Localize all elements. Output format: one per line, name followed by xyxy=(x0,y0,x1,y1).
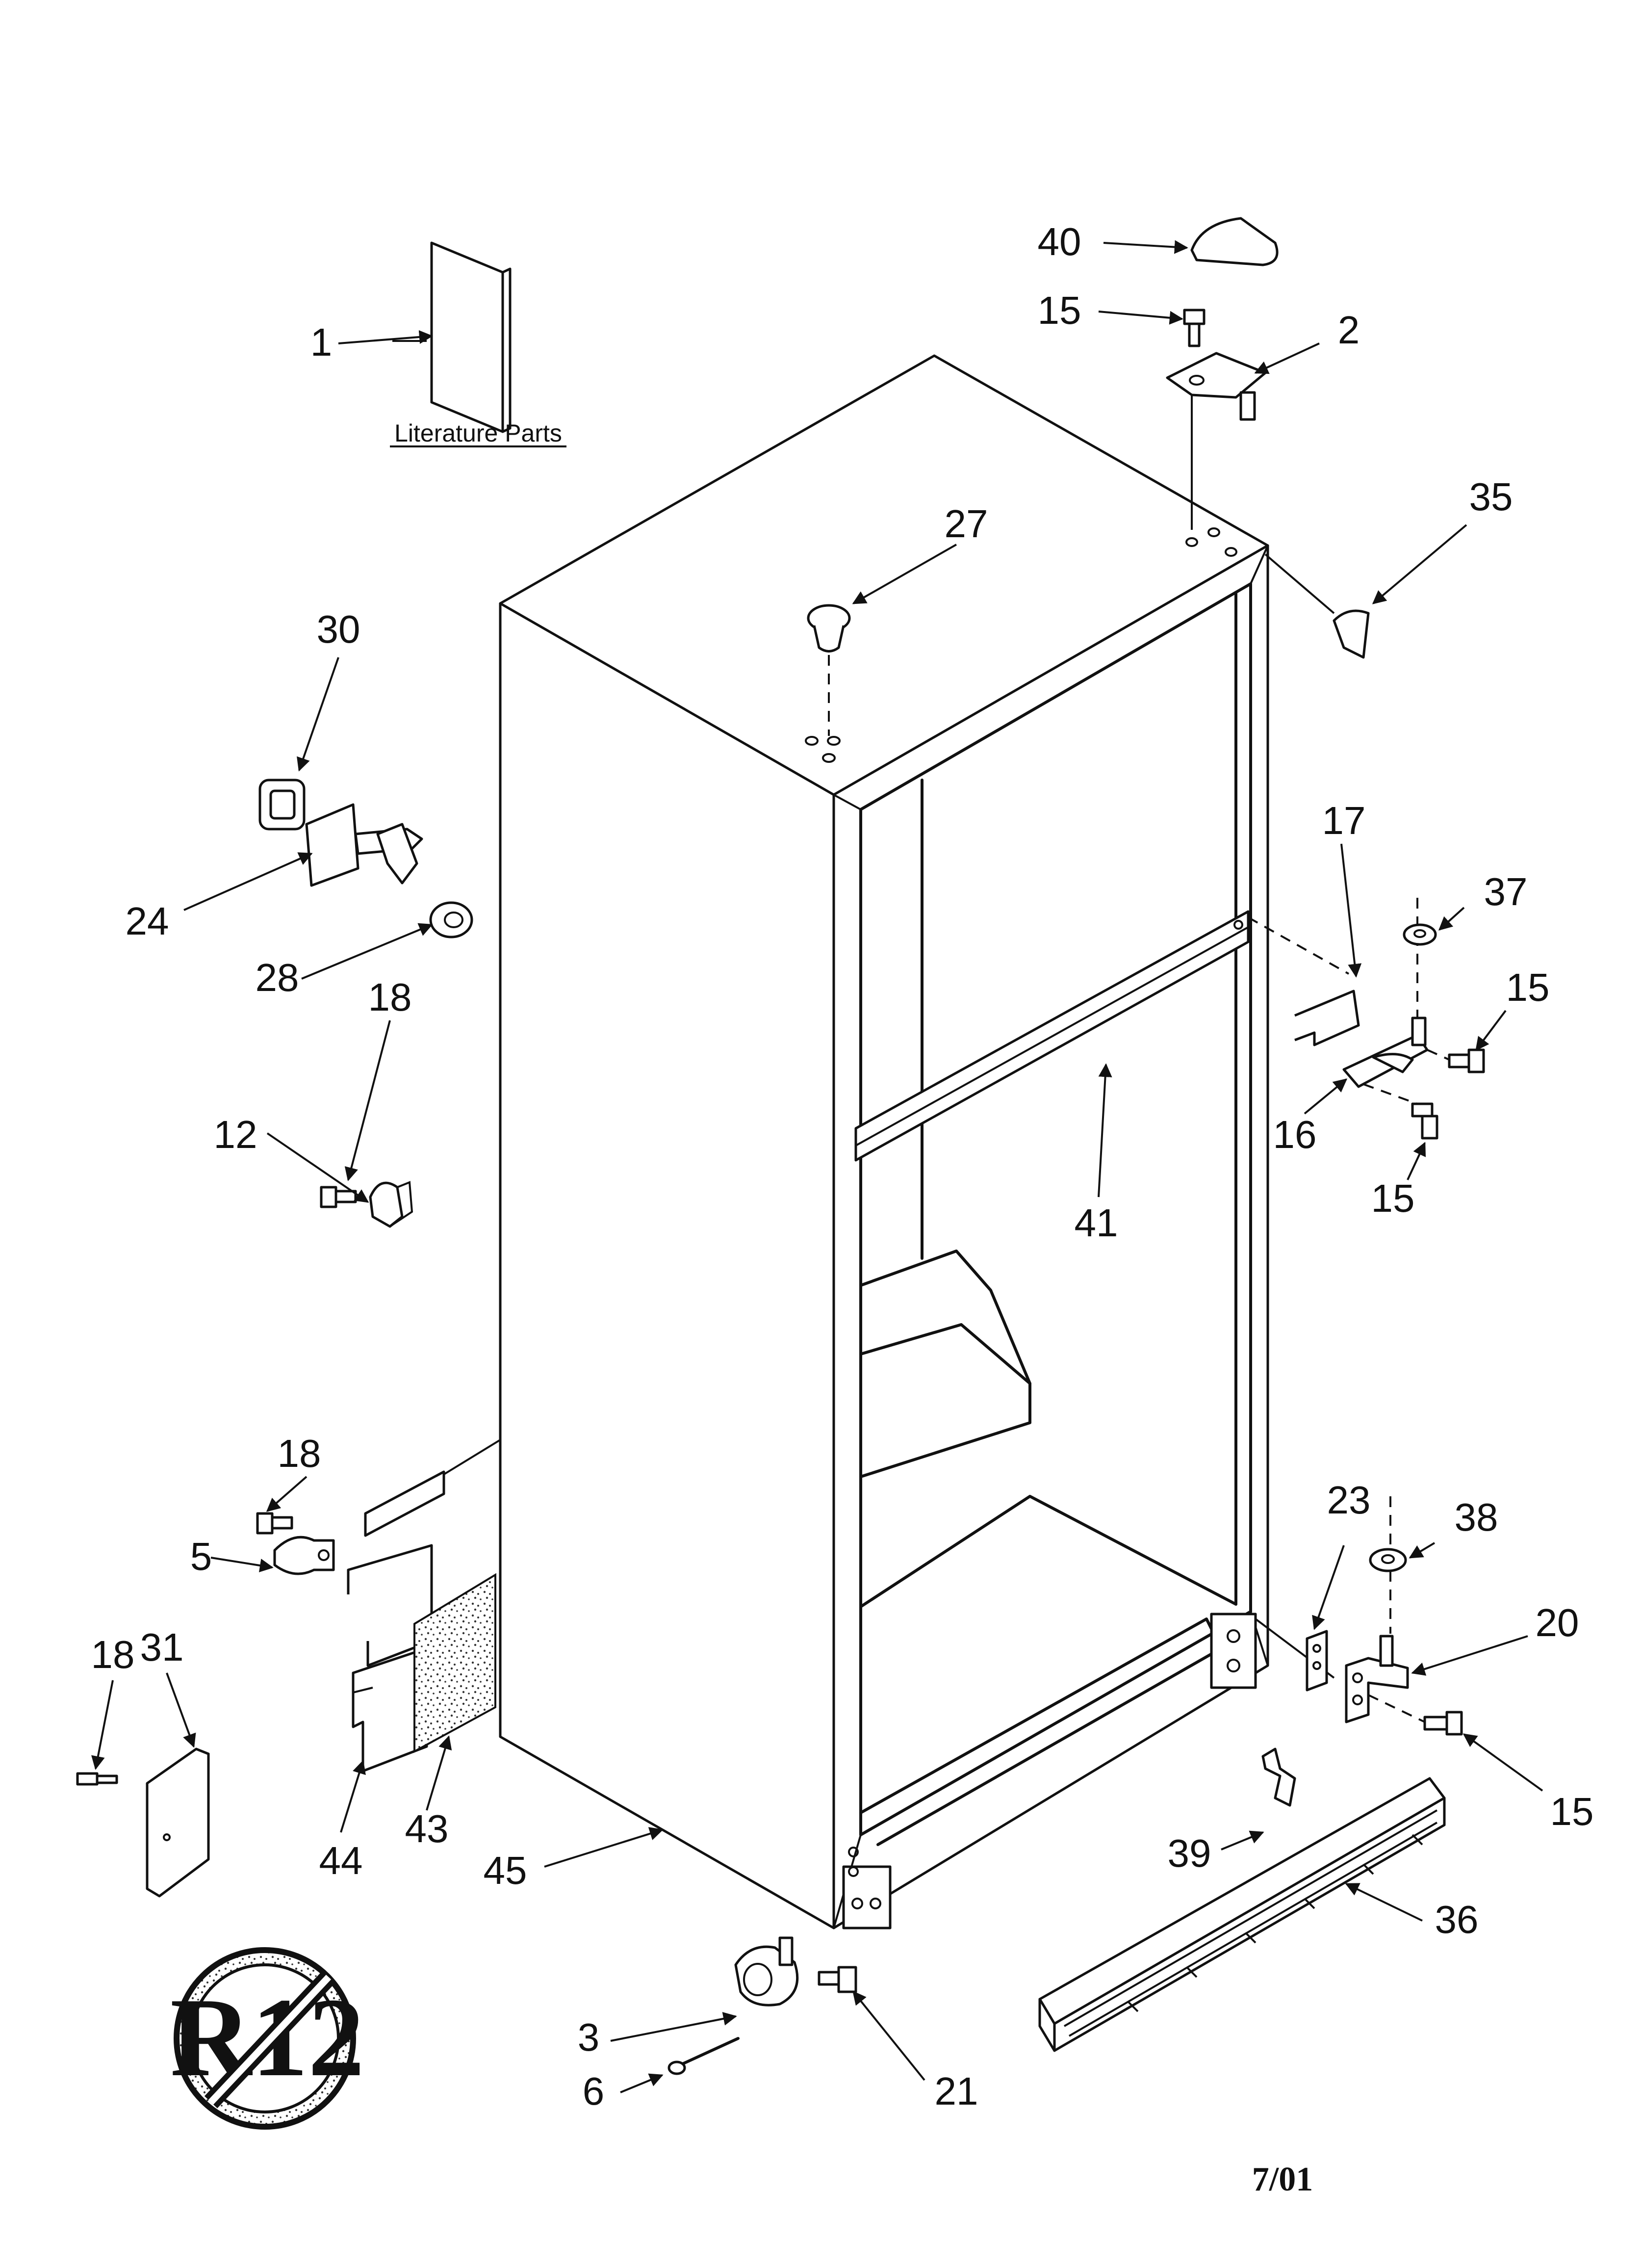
door-stop-bumper xyxy=(258,779,306,831)
hinge-shim xyxy=(1306,1630,1328,1692)
callout-44: 44 xyxy=(319,1839,363,1882)
literature-caption: Literature Parts xyxy=(394,419,562,447)
callout-40: 40 xyxy=(1038,220,1081,263)
callout-35: 35 xyxy=(1469,475,1513,519)
no-r12-badge: R12 xyxy=(170,1947,364,2130)
callout-36: 36 xyxy=(1435,1898,1479,1941)
callout-15: 15 xyxy=(1506,965,1550,1009)
washer xyxy=(1369,1548,1407,1572)
callout-12: 12 xyxy=(214,1113,257,1156)
screw-icon xyxy=(256,1512,293,1535)
date-code: 7/01 xyxy=(1252,2161,1313,2198)
callout-17: 17 xyxy=(1322,799,1366,842)
leader-lines xyxy=(91,240,1543,2093)
roller-assembly xyxy=(734,1936,799,2007)
callout-1: 1 xyxy=(310,320,333,364)
screw-icon xyxy=(1448,1048,1485,1073)
hinge-trim-cover xyxy=(1333,609,1370,659)
insulation-pad xyxy=(413,1573,496,1753)
screw-icon xyxy=(818,1966,857,1993)
washer xyxy=(1403,923,1437,946)
base-grille xyxy=(1038,1777,1446,2052)
callout-15: 15 xyxy=(1550,1790,1594,1833)
callout-5: 5 xyxy=(190,1535,212,1578)
callout-16: 16 xyxy=(1273,1113,1317,1156)
callout-3: 3 xyxy=(578,2015,600,2059)
callout-38: 38 xyxy=(1455,1495,1498,1539)
screw-icon xyxy=(1423,1711,1463,1736)
screw-icon xyxy=(1183,309,1206,347)
grille-clip xyxy=(1261,1747,1296,1807)
callout-28: 28 xyxy=(256,956,299,999)
hinge-bracket xyxy=(1294,990,1360,1046)
callout-43: 43 xyxy=(405,1807,449,1851)
divider-rail xyxy=(854,910,1349,1162)
callout-23: 23 xyxy=(1327,1478,1371,1522)
access-cover xyxy=(146,1747,210,1898)
callout-15: 15 xyxy=(1371,1176,1415,1220)
door-stop-shaft xyxy=(305,803,423,887)
callout-41: 41 xyxy=(1075,1201,1118,1245)
screw-icon xyxy=(76,1772,118,1786)
callout-18: 18 xyxy=(91,1633,135,1676)
callout-39: 39 xyxy=(1168,1831,1211,1875)
axle-pin xyxy=(667,2037,740,2075)
callout-24: 24 xyxy=(126,899,169,943)
washer xyxy=(429,901,473,938)
cable-clamp xyxy=(273,1536,335,1575)
top-hinge xyxy=(1166,352,1267,530)
callout-20: 20 xyxy=(1536,1601,1579,1644)
callout-18: 18 xyxy=(278,1432,321,1475)
hinge-cover xyxy=(1190,217,1279,266)
bottom-hinge xyxy=(1345,1635,1409,1723)
callout-37: 37 xyxy=(1484,870,1528,913)
callout-6: 6 xyxy=(583,2069,605,2113)
callout-18: 18 xyxy=(368,975,412,1019)
callout-45: 45 xyxy=(484,1849,527,1892)
callout-27: 27 xyxy=(945,502,988,546)
callout-labels: 1 40 15 2 27 35 30 24 28 18 12 41 17 37 … xyxy=(91,220,1594,2113)
callout-30: 30 xyxy=(317,607,360,651)
callout-31: 31 xyxy=(140,1625,184,1669)
mount-bracket xyxy=(347,1470,445,1667)
callout-15: 15 xyxy=(1038,288,1081,332)
cabinet xyxy=(367,354,1335,1929)
callout-21: 21 xyxy=(935,2069,978,2113)
middle-hinge xyxy=(1342,1017,1429,1088)
literature-booklet xyxy=(430,241,512,433)
plug-button xyxy=(807,604,851,652)
screw-icon xyxy=(1411,1102,1438,1140)
cord-clip xyxy=(369,1181,413,1228)
callout-2: 2 xyxy=(1338,308,1360,352)
